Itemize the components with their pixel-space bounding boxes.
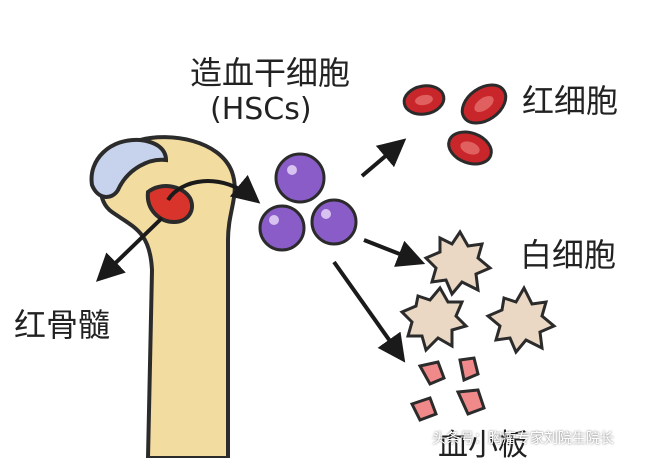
stem-cell-title: 造血干细胞 [190,54,351,92]
stem-cell [258,204,306,252]
red-blood-cell-label: 红细胞 [522,82,619,120]
platelet [409,396,438,422]
stem-cell-abbreviation: (HSCs) [210,92,312,127]
arrows [95,138,426,363]
stem-cell [274,152,326,204]
arrow-to-red-cells [360,138,407,178]
red-marrow-spot [145,184,194,225]
red-bone-marrow-label: 红骨髓 [14,306,111,344]
platelet [455,388,486,416]
cartilage-cap [89,137,169,199]
white-cell [485,284,557,355]
white-cell [399,285,469,353]
platelet [417,360,446,386]
arrow-marrow-to-hsc [166,174,261,204]
stem-cell-highlight [269,215,279,225]
platelet-label: 血小板 [438,428,528,463]
red-blood-cells [402,83,508,166]
stem-cell-highlight [287,165,297,175]
white-blood-cells [399,229,557,355]
stem-cell-highlight [321,209,331,219]
stem-cell [310,198,358,246]
white-blood-cell-label: 白细胞 [520,236,617,274]
watermark: 头条号：胸瘤专家刘院生院长 [432,431,614,447]
white-cell [423,229,493,297]
platelets [409,356,486,422]
stem-cells [258,152,358,252]
arrow-to-white-cells [363,238,426,267]
arrow-to-platelets [332,260,406,363]
platelet [458,356,480,383]
bone-illustration [89,135,237,458]
arrow-to-marrow-label [95,216,164,282]
